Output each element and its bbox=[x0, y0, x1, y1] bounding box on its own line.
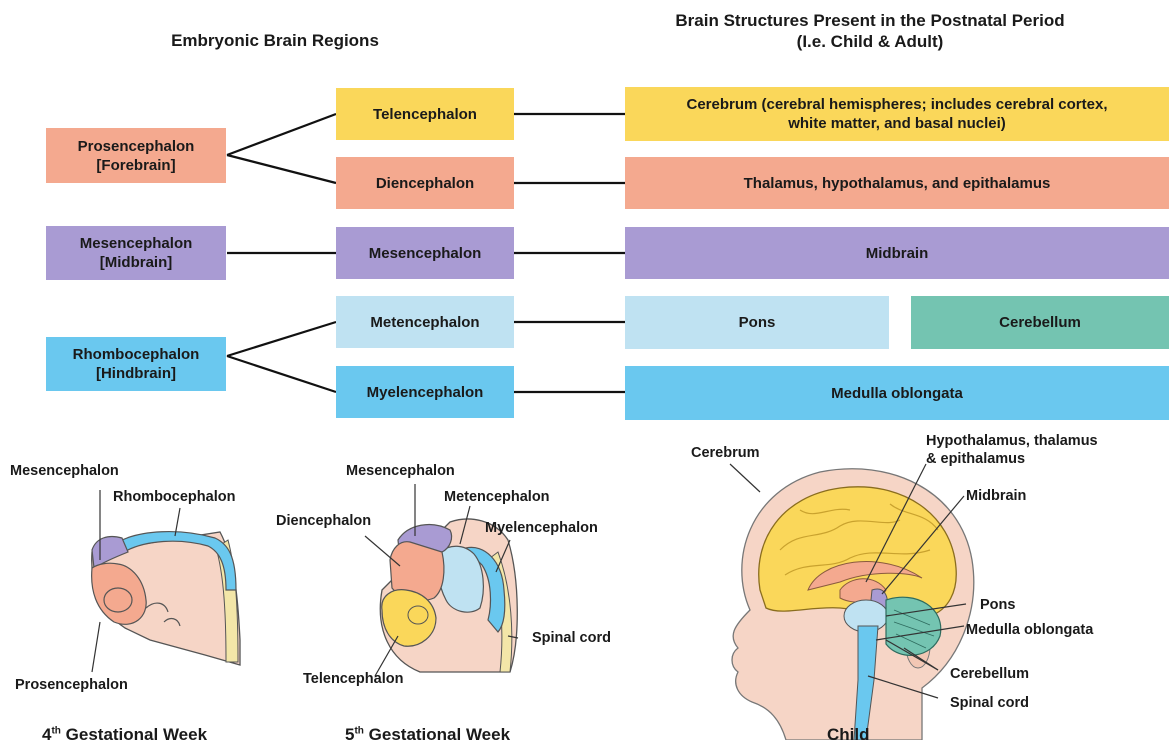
medulla-box: Medulla oblongata bbox=[625, 366, 1169, 420]
week5-caption: 5th Gestational Week bbox=[345, 725, 510, 745]
week5-spinal-cord-label: Spinal cord bbox=[532, 629, 611, 647]
week4-rhombocephalon-label: Rhombocephalon bbox=[113, 488, 235, 506]
child-cerebellum-label: Cerebellum bbox=[950, 665, 1029, 683]
week5-diencephalon-label: Diencephalon bbox=[276, 512, 371, 530]
metencephalon-box: Metencephalon bbox=[336, 296, 514, 348]
myelencephalon-label: Myelencephalon bbox=[367, 383, 484, 402]
child-medulla-label: Medulla oblongata bbox=[966, 621, 1093, 639]
week5-telencephalon-label: Telencephalon bbox=[303, 670, 403, 688]
child-cerebrum-label: Cerebrum bbox=[691, 444, 760, 462]
cerebrum-label: Cerebrum (cerebral hemispheres; includes… bbox=[686, 95, 1107, 133]
diencephalon-box: Diencephalon bbox=[336, 157, 514, 209]
telencephalon-label: Telencephalon bbox=[373, 105, 477, 124]
mesencephalon-secondary-label: Mesencephalon bbox=[369, 244, 482, 263]
diencephalon-label: Diencephalon bbox=[376, 174, 474, 193]
week4-prosencephalon-label: Prosencephalon bbox=[15, 676, 128, 694]
mesencephalon-primary-label: Mesencephalon [Midbrain] bbox=[80, 234, 193, 272]
week4-mesencephalon-label: Mesencephalon bbox=[10, 462, 119, 480]
week5-caption-suffix: th bbox=[354, 725, 363, 736]
cerebellum-label: Cerebellum bbox=[999, 313, 1081, 332]
midbrain-label: Midbrain bbox=[866, 244, 929, 263]
midbrain-box: Midbrain bbox=[625, 227, 1169, 279]
rhombencephalon-box: Rhombocephalon [Hindbrain] bbox=[46, 337, 226, 391]
pons-box: Pons bbox=[625, 296, 889, 349]
week5-metencephalon-label: Metencephalon bbox=[444, 488, 550, 506]
metencephalon-label: Metencephalon bbox=[370, 313, 479, 332]
week4-caption-text: Gestational Week bbox=[61, 725, 207, 744]
prosencephalon-label: Prosencephalon [Forebrain] bbox=[78, 137, 195, 175]
week4-caption: 4th Gestational Week bbox=[42, 725, 207, 745]
medulla-label: Medulla oblongata bbox=[831, 384, 963, 403]
thalamus-label: Thalamus, hypothalamus, and epithalamus bbox=[744, 174, 1051, 193]
thalamus-box: Thalamus, hypothalamus, and epithalamus bbox=[625, 157, 1169, 209]
week4-caption-suffix: th bbox=[51, 725, 60, 736]
week5-mesencephalon-label: Mesencephalon bbox=[346, 462, 455, 480]
week5-myelencephalon-label: Myelencephalon bbox=[485, 519, 598, 537]
pons-label: Pons bbox=[739, 313, 776, 332]
mesencephalon-secondary-box: Mesencephalon bbox=[336, 227, 514, 279]
child-midbrain-label: Midbrain bbox=[966, 487, 1026, 505]
prosencephalon-box: Prosencephalon [Forebrain] bbox=[46, 128, 226, 183]
cerebellum-box: Cerebellum bbox=[911, 296, 1169, 349]
child-hypothalamus-label: Hypothalamus, thalamus & epithalamus bbox=[926, 432, 1098, 468]
cerebrum-box: Cerebrum (cerebral hemispheres; includes… bbox=[625, 87, 1169, 141]
myelencephalon-box: Myelencephalon bbox=[336, 366, 514, 418]
child-pons-label: Pons bbox=[980, 596, 1015, 614]
rhombencephalon-label: Rhombocephalon [Hindbrain] bbox=[73, 345, 200, 383]
child-caption: Child bbox=[827, 725, 870, 745]
week5-caption-text: Gestational Week bbox=[364, 725, 510, 744]
mesencephalon-primary-box: Mesencephalon [Midbrain] bbox=[46, 226, 226, 280]
telencephalon-box: Telencephalon bbox=[336, 88, 514, 140]
child-spinal-cord-label: Spinal cord bbox=[950, 694, 1029, 712]
